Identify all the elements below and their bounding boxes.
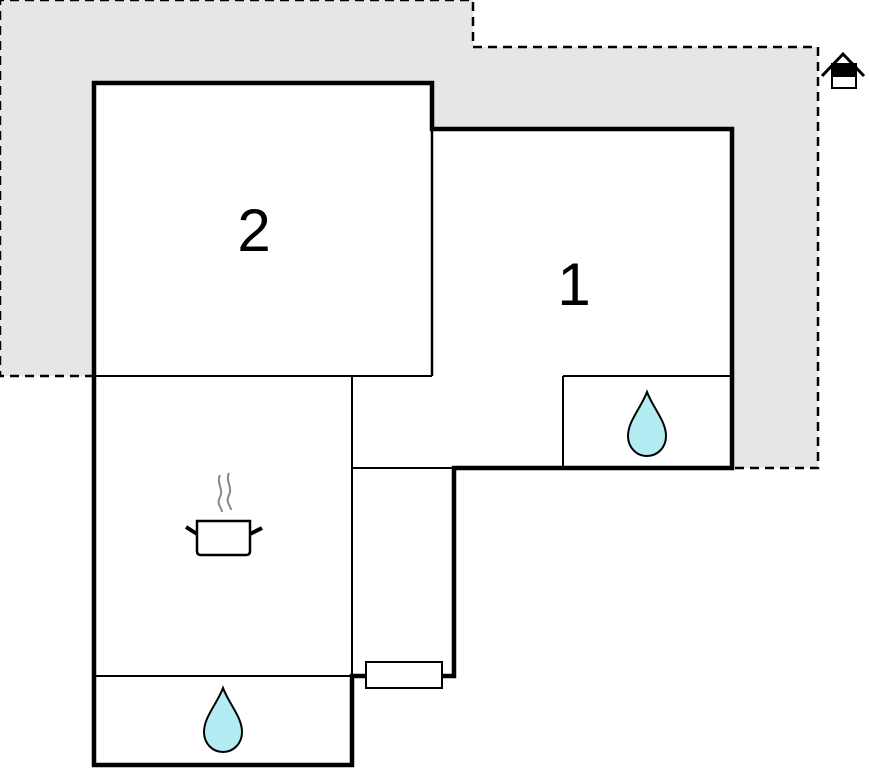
water-drop-icon: [626, 389, 668, 458]
radiator-icon: [365, 661, 443, 689]
cooking-pot-icon: [184, 472, 263, 557]
house-entrance-icon: [820, 51, 866, 89]
terrace-dashed-outline: [0, 0, 820, 470]
water-drop-icon: [202, 685, 244, 754]
outer-wall: [91, 80, 735, 768]
terrace-area: [0, 0, 818, 468]
room-label-1: 1: [557, 251, 591, 318]
room-label-2: 2: [237, 197, 271, 264]
